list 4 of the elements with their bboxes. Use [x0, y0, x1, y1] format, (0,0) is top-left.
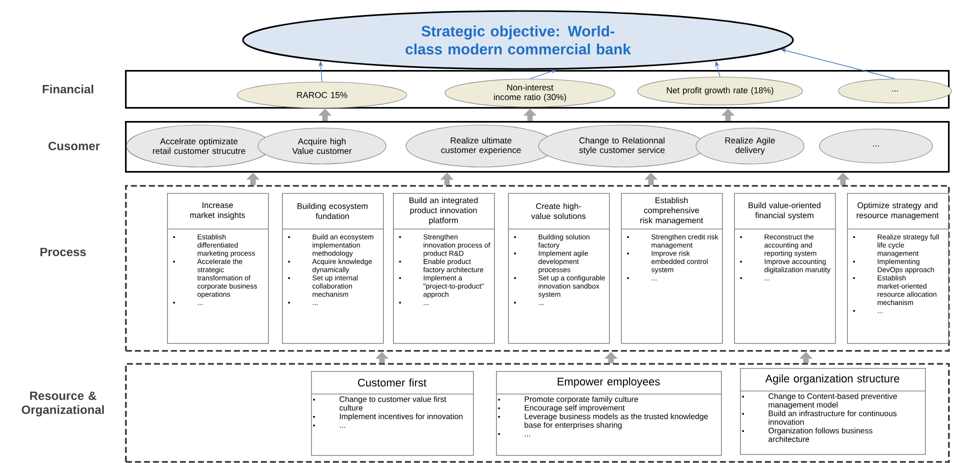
layer-label: Process	[40, 248, 86, 256]
layer-label: Cusomer	[48, 142, 100, 150]
layer-label: Financial	[42, 84, 94, 94]
layer-label: Resource & Organizational	[22, 392, 104, 416]
